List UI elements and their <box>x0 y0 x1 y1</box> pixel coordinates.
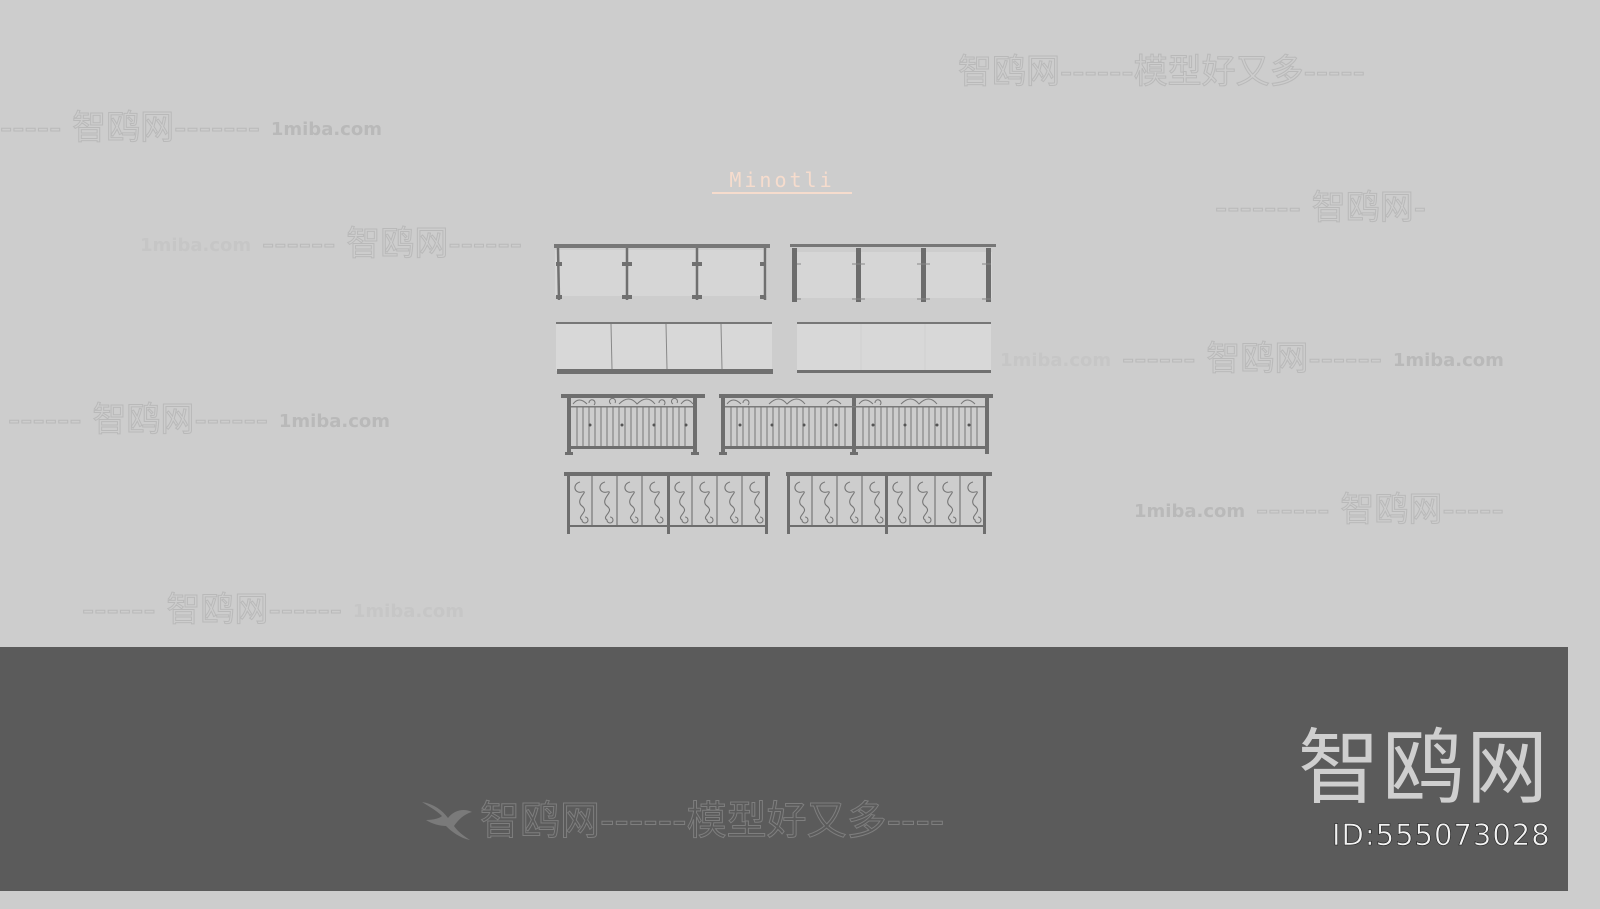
watermark: 1miba.com ------ 智鸥网------ 1miba.com <box>1000 339 1504 380</box>
frameless-glass-railing-b[interactable] <box>795 320 991 376</box>
watermark: 1miba.com ------ 智鸥网------ <box>140 224 522 265</box>
model-id-label: ID:555073028 <box>1332 818 1551 853</box>
watermark: 智鸥网------模型好又多----- <box>958 52 1366 93</box>
frameless-glass-railing-a[interactable] <box>554 320 774 376</box>
watermark: 1miba.com ------ 智鸥网----- <box>1134 490 1504 531</box>
wrought-iron-railing-long[interactable] <box>717 392 995 460</box>
ground-plane <box>0 647 1568 891</box>
watermark: ------ 智鸥网------ 1miba.com <box>8 400 390 441</box>
3d-viewport[interactable]: 智鸥网------模型好又多----- ----- 智鸥网------- 1mi… <box>0 0 1568 647</box>
scene-title-label: Minotli <box>712 168 852 194</box>
glass-railing-solid-posts[interactable] <box>788 242 998 304</box>
scroll-railing-b[interactable] <box>784 470 994 538</box>
footer-slogan-watermark: 智鸥网------模型好又多---- <box>420 788 945 846</box>
watermark: ------- 智鸥网- <box>1215 188 1427 229</box>
glass-railing-clamped-posts[interactable] <box>552 242 770 304</box>
wrought-iron-railing-short[interactable] <box>559 392 707 460</box>
bird-logo-icon <box>422 802 472 840</box>
watermark: ------ 智鸥网------ 1miba.com <box>82 590 464 631</box>
brand-logo: 智鸥网 <box>1298 721 1551 816</box>
watermark: ----- 智鸥网------- 1miba.com <box>0 108 382 149</box>
scroll-railing-a[interactable] <box>562 470 772 538</box>
